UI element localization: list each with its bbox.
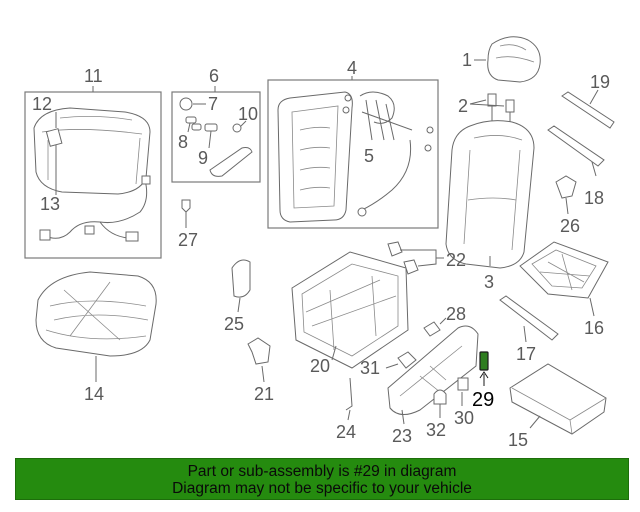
seat-track-frame-20 [291,251,409,369]
clip [424,144,432,152]
callout-28: 28 [446,304,466,324]
callout-16: 16 [584,318,604,338]
callout-8: 8 [178,132,188,152]
cushion-frame-16 [519,241,609,299]
callout-24: 24 [336,422,356,442]
callout-10: 10 [238,104,258,124]
callout-31: 31 [360,358,380,378]
bracket-21 [247,337,271,365]
side-trim-23 [387,325,479,415]
callout-20: 20 [310,356,330,376]
banner-line-2: Diagram may not be specific to your vehi… [172,480,472,497]
callout-4: 4 [347,58,357,78]
parts-diagram: 1 2 3 4 5 6 7 8 9 10 11 12 13 14 15 16 1… [24,36,615,450]
highlighted-part-29 [479,351,489,371]
adjuster-knob-7 [179,97,193,111]
lumbar-spring-5 [357,91,413,217]
adjuster-clip-9 [204,123,218,149]
arrow-29 [479,371,489,386]
callout-1: 1 [462,50,472,70]
callout-27: 27 [178,230,198,250]
callout-5: 5 [364,146,374,166]
callout-14: 14 [84,384,104,404]
part-info-banner: Part or sub-assembly is #29 in diagram D… [15,458,629,500]
adjuster-ring-10 [232,123,242,133]
cap-30 [457,377,469,391]
switch-31 [397,351,417,369]
callout-17: 17 [516,344,536,364]
callout-11: 11 [84,66,103,86]
rail-17 [499,295,559,341]
callout-13: 13 [40,194,60,214]
callout-9: 9 [198,148,208,168]
adjuster-pins-8 [185,116,202,133]
side-cover-25 [231,259,251,298]
rod-24 [345,377,353,411]
callout-6: 6 [209,66,219,86]
callout-30: 30 [454,408,474,428]
banner-line-1: Part or sub-assembly is #29 in diagram [187,463,457,480]
seatback-cover-3 [445,120,535,269]
seatback-frame [277,91,353,223]
adjuster-cover-handle [209,147,253,177]
trim-panel-19 [561,91,615,129]
callout-15: 15 [508,430,528,450]
cushion-label-tag [45,128,63,147]
bracket-26 [555,175,577,199]
callout-labels: 1 2 3 4 5 6 7 8 9 10 11 12 13 14 15 16 1… [32,50,610,450]
knob-32 [433,389,447,405]
callout-2: 2 [458,96,468,116]
callout-26: 26 [560,216,580,236]
clip [342,106,350,114]
group-box-6 [171,91,261,183]
connector-28 [423,321,441,337]
group-box-4 [267,79,439,229]
callout-3: 3 [484,272,494,292]
callout-18: 18 [584,188,604,208]
clip-22 [387,241,419,275]
trim-panel-18 [547,125,605,167]
callout-12: 12 [32,94,52,114]
storage-tray-15 [509,363,607,435]
callout-22: 22 [446,250,466,270]
cushion-base-14 [35,271,157,357]
callout-21: 21 [254,384,274,404]
clip [344,94,352,102]
callout-19: 19 [590,72,610,92]
callout-29: 29 [472,389,494,411]
callout-7: 7 [208,94,218,114]
seat-cushion-pad [33,107,151,195]
bolt-27 [181,199,191,213]
callout-23: 23 [392,426,412,446]
headrest-1 [487,36,541,83]
callout-25: 25 [224,314,244,334]
clip [426,126,434,134]
callout-32: 32 [426,420,446,440]
cushion-wire-harness [39,175,151,242]
